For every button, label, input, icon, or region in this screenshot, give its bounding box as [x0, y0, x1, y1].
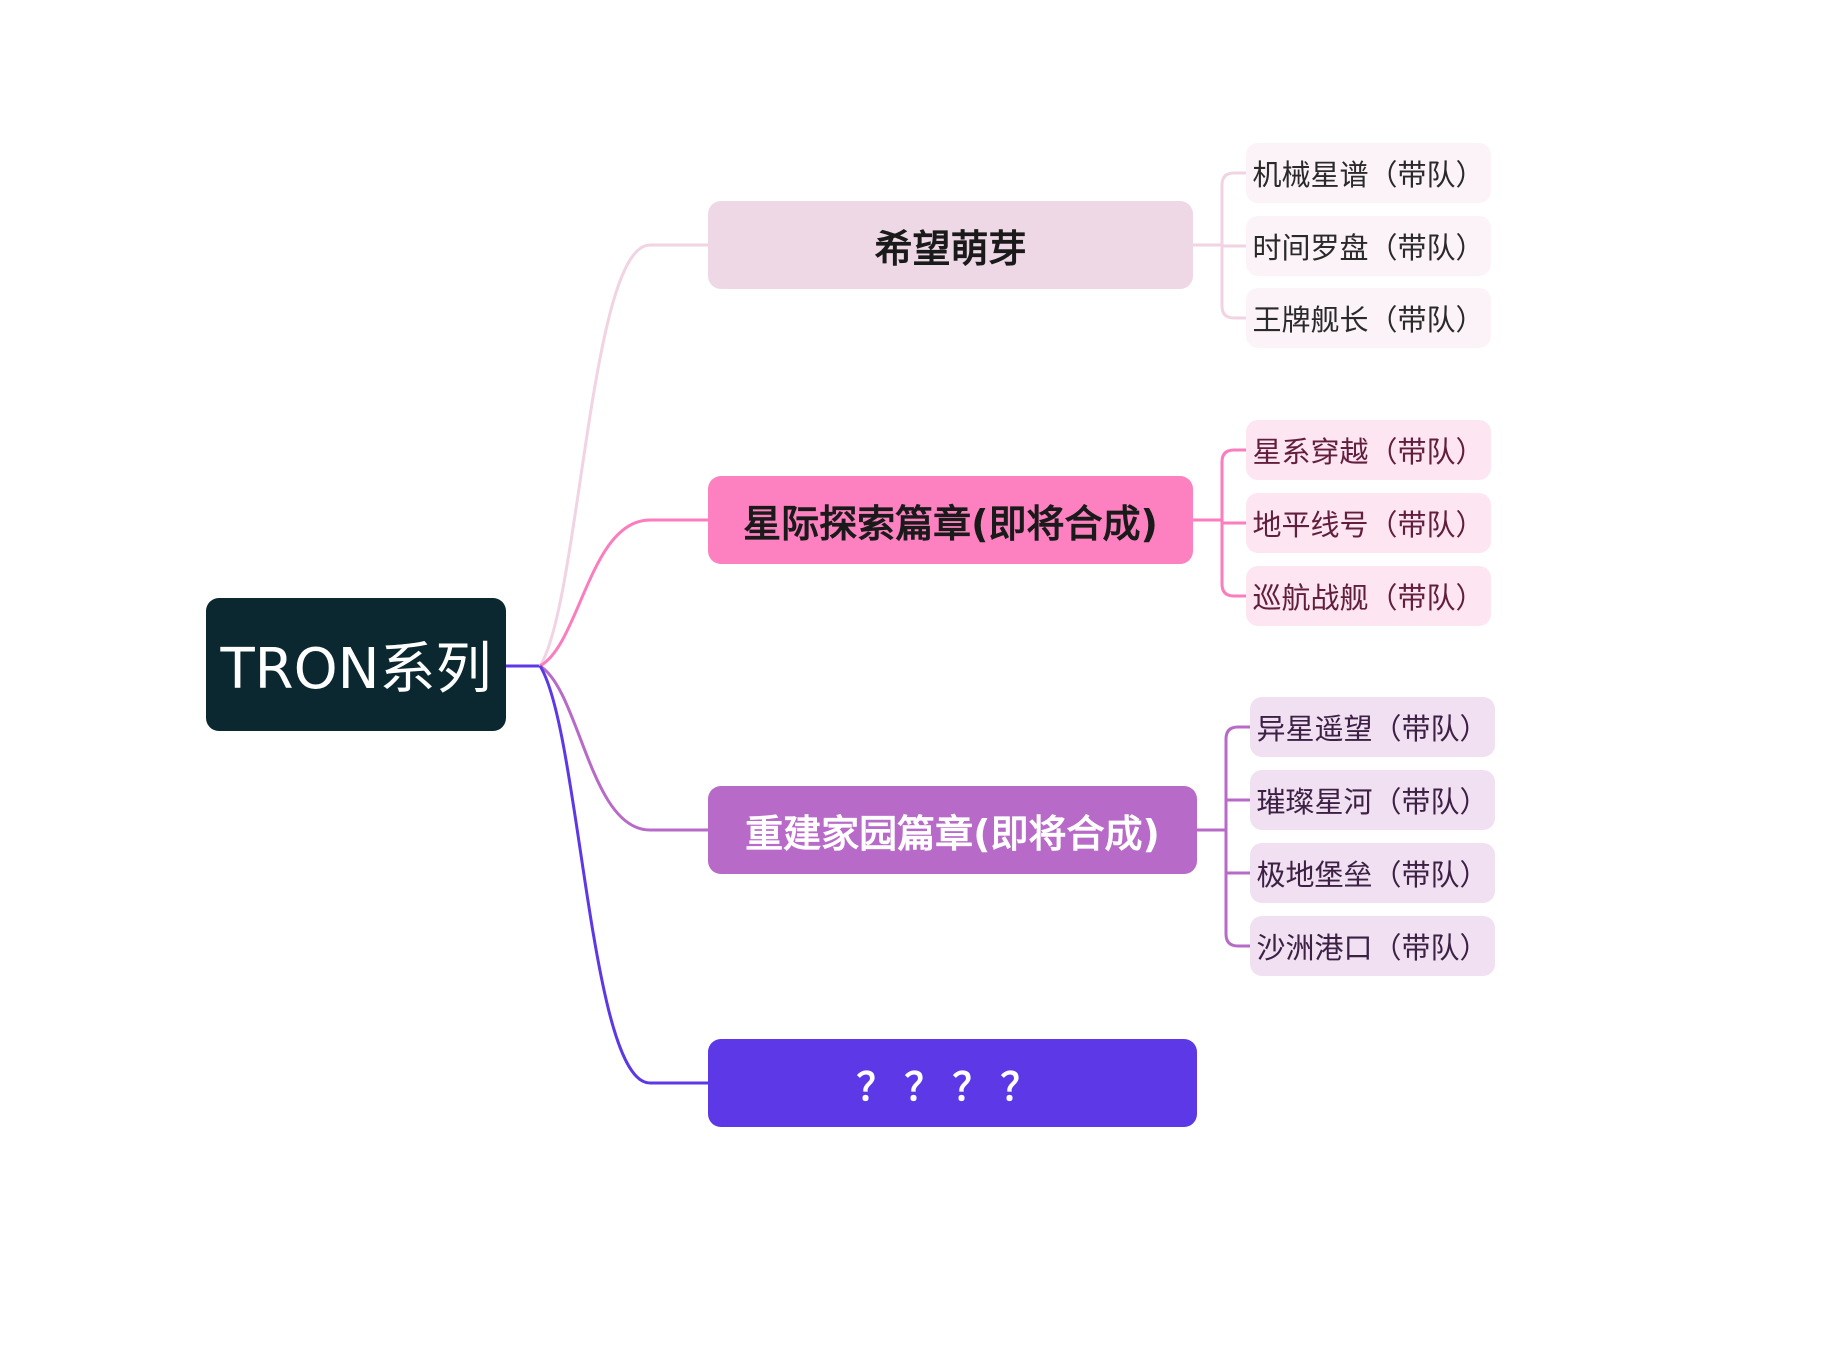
branch-node-interstellar[interactable]: 星际探索篇章(即将合成) — [708, 476, 1193, 564]
leaf-node[interactable]: 极地堡垒（带队） — [1250, 843, 1495, 903]
branch-node-homeland[interactable]: 重建家园篇章(即将合成) — [708, 786, 1197, 874]
branch-connector — [539, 664, 708, 832]
leaf-node[interactable]: 璀璨星河（带队） — [1250, 770, 1495, 830]
branch-connector — [538, 665, 708, 1085]
leaf-node[interactable]: 沙洲港口（带队） — [1250, 916, 1495, 976]
branch-label: 重建家园篇章(即将合成) — [745, 811, 1160, 856]
leaf-label: 星系穿越（带队） — [1252, 435, 1485, 469]
leaf-node[interactable]: 异星遥望（带队） — [1250, 697, 1495, 757]
root-node[interactable]: TRON系列 — [206, 598, 506, 731]
leaf-label: 时间罗盘（带队） — [1252, 231, 1485, 265]
branch-connector — [539, 518, 708, 668]
root-label: TRON系列 — [220, 637, 492, 702]
leaf-node[interactable]: 机械星谱（带队） — [1246, 143, 1491, 203]
leaf-label: 机械星谱（带队） — [1252, 158, 1485, 192]
leaf-label: 璀璨星河（带队） — [1256, 785, 1489, 819]
leaf-node[interactable]: 巡航战舰（带队） — [1246, 566, 1491, 626]
branch-connector — [538, 243, 708, 667]
branch-node-unknown[interactable]: ？？？？ — [708, 1039, 1197, 1127]
leaf-label: 巡航战舰（带队） — [1252, 581, 1485, 615]
leaf-node[interactable]: 星系穿越（带队） — [1246, 420, 1491, 480]
leaf-label: 地平线号（带队） — [1252, 508, 1485, 542]
branch-node-hope[interactable]: 希望萌芽 — [708, 201, 1193, 289]
leaf-connector — [1224, 725, 1250, 948]
leaf-node[interactable]: 时间罗盘（带队） — [1246, 216, 1491, 276]
leaf-label: 王牌舰长（带队） — [1252, 303, 1485, 337]
leaf-label: 沙洲港口（带队） — [1256, 931, 1489, 965]
leaf-node[interactable]: 王牌舰长（带队） — [1246, 288, 1491, 348]
leaf-label: 极地堡垒（带队） — [1256, 858, 1489, 892]
branch-label: 希望萌芽 — [874, 226, 1027, 271]
branch-label: 星际探索篇章(即将合成) — [743, 501, 1158, 546]
branch-label: ？？？？ — [856, 1064, 1049, 1109]
leaf-node[interactable]: 地平线号（带队） — [1246, 493, 1491, 553]
leaf-label: 异星遥望（带队） — [1256, 712, 1489, 746]
